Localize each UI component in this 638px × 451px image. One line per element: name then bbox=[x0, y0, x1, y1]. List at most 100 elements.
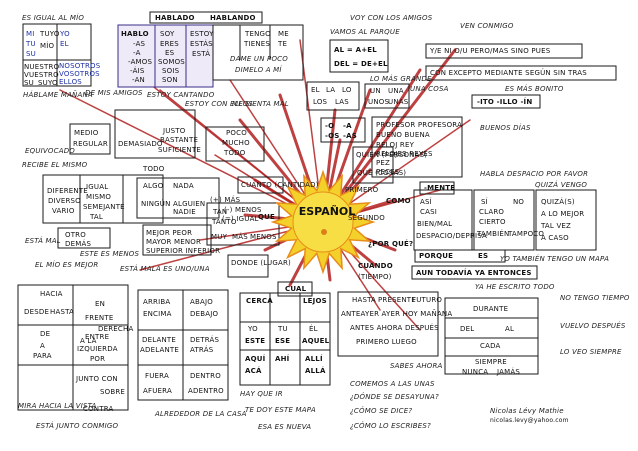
label-estoy-cantando: ESTOY CANTANDO bbox=[147, 91, 215, 99]
estar-estas: ESTÁS bbox=[190, 40, 213, 48]
pos-fuera: FUERA bbox=[145, 372, 169, 380]
conj-ais: -ÁIS bbox=[130, 67, 145, 75]
label-segundo: SEGUNDO bbox=[348, 214, 385, 222]
label-voy-con: VOY CON LOS AMIGOS bbox=[350, 14, 433, 22]
label-bien-mal: BIEN/MAL bbox=[417, 220, 453, 228]
label-tanto: TANTO bbox=[212, 218, 237, 226]
prep-hacia: HACIA bbox=[40, 290, 63, 298]
label-mira-hacia: MIRA HACIA LA VISTA bbox=[18, 402, 97, 410]
pronoun-el: EL bbox=[60, 40, 69, 48]
estar-esta: ESTÁ bbox=[192, 50, 211, 58]
conjugation-box bbox=[117, 24, 214, 88]
article-lo: LO bbox=[342, 86, 352, 94]
pronoun-te: TE bbox=[278, 40, 288, 48]
gender-os: -OS bbox=[325, 132, 340, 140]
estar-box bbox=[212, 24, 304, 81]
pronoun-vuestro: VUESTRO bbox=[24, 71, 59, 79]
label-casi: CASI bbox=[420, 208, 437, 216]
label-estoy-con: ESTOY CON ELLOS bbox=[185, 100, 253, 108]
label-semejante: SEMEJANTE bbox=[83, 203, 125, 211]
noun-profesor: PROFESOR PROFESORA bbox=[376, 121, 463, 129]
label-despacio: DESPACIO/DEPRISA bbox=[416, 232, 488, 240]
pos-encima: ENCIMA bbox=[143, 310, 172, 318]
pronoun-tuyo: TUYO bbox=[40, 30, 60, 38]
prep-hasta: HASTA bbox=[50, 308, 75, 316]
label-tan: TAN bbox=[213, 208, 228, 216]
dem-ese: ESE bbox=[275, 337, 291, 345]
pos-adentro: ADENTRO bbox=[188, 387, 224, 395]
label-porque: PORQUE bbox=[419, 252, 454, 260]
otro-box bbox=[57, 227, 111, 249]
label-me-sienta: ME SIENTA MAL bbox=[232, 100, 289, 108]
indefinite-box bbox=[364, 83, 410, 109]
formula-del: DEL = DE+EL bbox=[334, 60, 388, 68]
dem-aca: ACÁ bbox=[245, 367, 262, 375]
dem-aquel: AQUEL bbox=[302, 337, 330, 345]
label-lo-veo: LO VEO SIEMPRE bbox=[560, 348, 622, 356]
label-recibe: RECIBE EL MISMO bbox=[22, 161, 88, 169]
label-regular: REGULAR bbox=[73, 140, 108, 148]
pronoun-yo: YO bbox=[60, 30, 70, 38]
label-mas-sign: (+) MÁS bbox=[210, 196, 241, 204]
indef-unos: UNOS bbox=[368, 98, 390, 106]
pronoun-mi: MI bbox=[26, 30, 35, 38]
label-el-mio: EL MÍO ES MEJOR bbox=[35, 261, 99, 269]
conj-an: -AN bbox=[132, 76, 145, 84]
label-no-tengo: NO TENGO TIEMPO bbox=[560, 294, 630, 302]
label-de-mis-amigos: DE MIS AMIGOS bbox=[85, 89, 143, 97]
pos-izquierda: IZQUIERDA bbox=[77, 345, 118, 353]
noun-bueno: BUENO BUENA bbox=[376, 131, 430, 139]
label-que-cosas: QUÉ (COSAS) bbox=[357, 169, 407, 177]
estar-estoy: ESTOY bbox=[190, 30, 214, 38]
ray-branch bbox=[59, 89, 324, 223]
conjunction-list: Y/E NI O/U PERO/MAS SINO PUES bbox=[430, 47, 551, 55]
prep-a: A bbox=[40, 342, 45, 350]
article-el: EL bbox=[311, 86, 320, 94]
label-mismo: MISMO bbox=[86, 193, 112, 201]
pos-adelante: ADELANTE bbox=[140, 346, 179, 354]
indef-una: UNA bbox=[388, 87, 404, 95]
prep-para: PARA bbox=[33, 352, 52, 360]
pos-dentro: DENTRO bbox=[190, 372, 221, 380]
label-donde-esta: ¿DÓNDE SE DESAYUNA? bbox=[350, 393, 439, 401]
dem-este: ESTE bbox=[245, 337, 266, 345]
label-mucho: MUCHO bbox=[222, 139, 250, 147]
label-quien: QUIEN (PERSONAS) bbox=[356, 151, 428, 159]
label-menos: MENOS bbox=[250, 233, 277, 241]
label-cierto: CIERTO bbox=[479, 218, 506, 226]
hablado-box bbox=[149, 11, 263, 24]
prep-en: EN bbox=[95, 300, 106, 308]
dem-aqui: AQUÍ bbox=[245, 355, 266, 363]
label-hablami: HÁBLAME MAÑANA bbox=[23, 91, 93, 99]
label-alguien: ALGUIEN bbox=[173, 200, 206, 208]
prep-por: POR bbox=[90, 355, 106, 363]
label-algo: ALGO bbox=[143, 182, 164, 190]
label-hablando: HABLANDO bbox=[210, 14, 256, 22]
sun-center bbox=[270, 169, 376, 275]
label-quiza-vengo: QUIZÁ VENGO bbox=[535, 181, 588, 189]
label-lejos: LEJOS bbox=[303, 297, 327, 305]
label-justo: JUSTO bbox=[163, 127, 186, 135]
prep-junto-con: JUNTO CON bbox=[76, 375, 118, 383]
label-esta-junto: ESTÁ JUNTO CONMIGO bbox=[36, 422, 119, 430]
preposition-list: CON EXCEPTO MEDIANTE SEGÚN SIN TRAS bbox=[430, 69, 587, 77]
time-antes: ANTES AHORA DESPUÉS bbox=[350, 324, 439, 332]
label-tal-vez: TAL VEZ bbox=[541, 222, 572, 230]
label-equivocado: EQUIVOCADO bbox=[25, 147, 75, 155]
label-menos-sign: (-) MENOS bbox=[224, 206, 262, 214]
label-dame: DAME UN POCO bbox=[230, 55, 288, 63]
label-si: SÍ bbox=[481, 198, 488, 206]
time-primero: PRIMERO LUEGO bbox=[356, 338, 417, 346]
label-demasiado: DEMASIADO bbox=[118, 140, 163, 148]
label-cual: CUAL bbox=[285, 285, 307, 293]
label-cuanto: CUANTO (CANTIDAD) bbox=[241, 181, 319, 189]
pronoun-nosotros: NOSOTROS bbox=[59, 62, 101, 70]
durante-label: DURANTE bbox=[473, 305, 509, 313]
label-como-lo-escribes: ¿CÓMO LO ESCRIBES? bbox=[350, 422, 431, 430]
gender-box bbox=[320, 117, 366, 143]
mejor-box bbox=[142, 224, 212, 256]
pos-delante: DELANTE bbox=[142, 336, 176, 344]
pronoun-vosotros: VOSOTROS bbox=[59, 70, 100, 78]
noun-peces: PECES bbox=[376, 168, 400, 176]
